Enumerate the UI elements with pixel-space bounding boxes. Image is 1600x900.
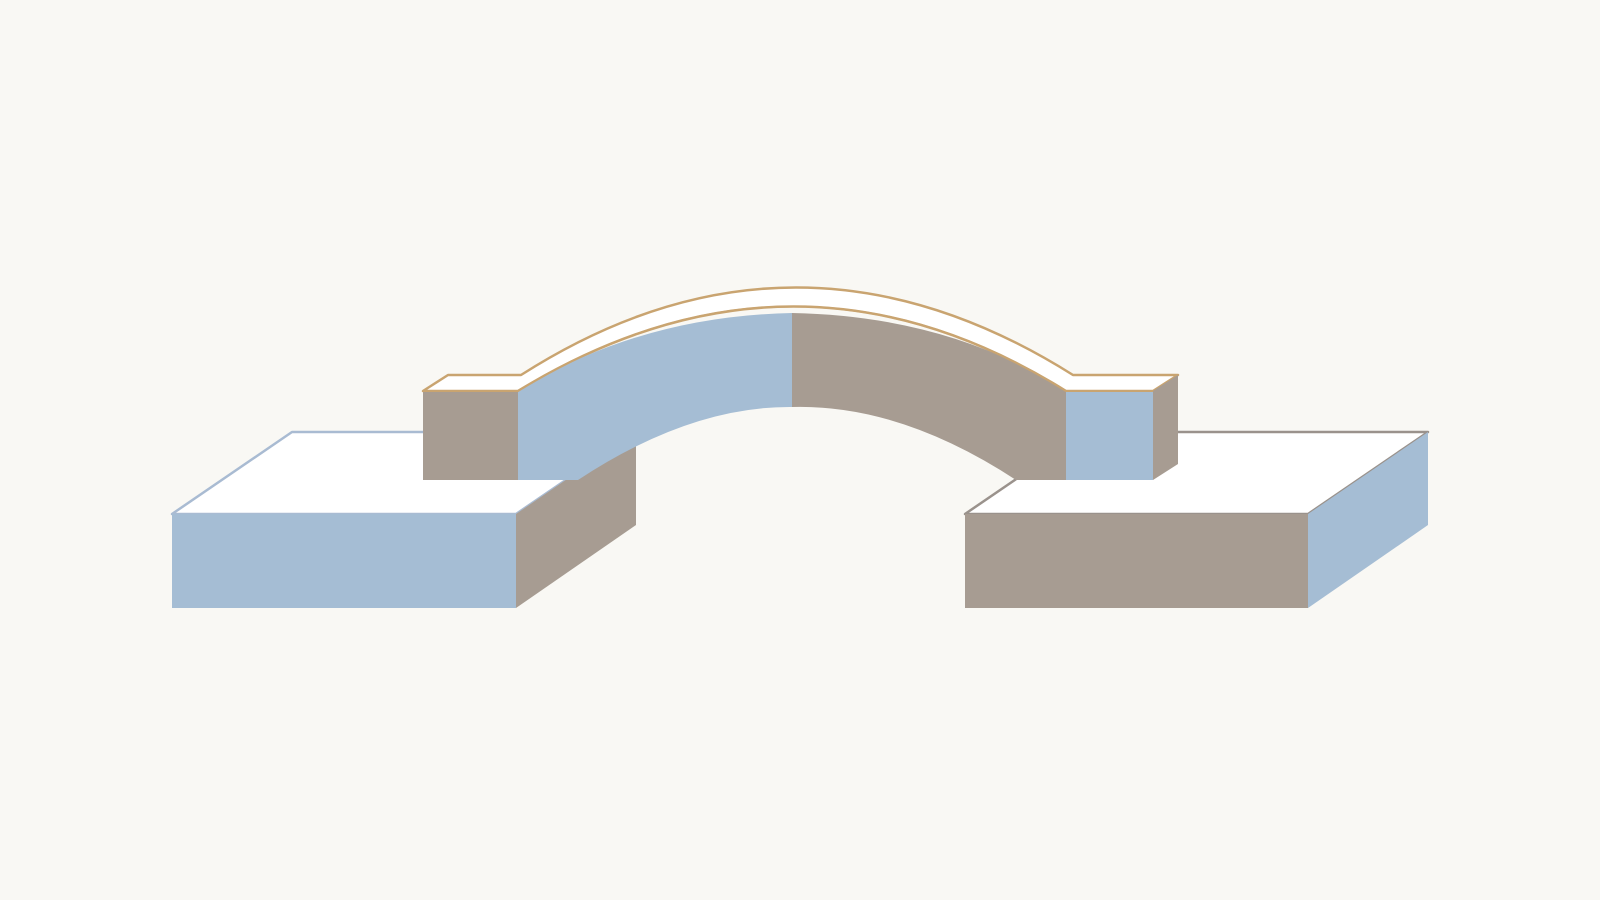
left-slab-front-face bbox=[172, 514, 516, 608]
left-slab-side-face bbox=[516, 432, 636, 608]
right-slab-front-face bbox=[965, 514, 1308, 608]
bridge-left-pier-face bbox=[423, 391, 518, 480]
bridge-deck-front-edge bbox=[423, 305, 1153, 392]
arch-bridge bbox=[421, 286, 1180, 480]
bridge-right-pier-face bbox=[1066, 391, 1153, 480]
right-slab-side-face bbox=[1308, 432, 1428, 608]
bridge-right-pier-side-face bbox=[1153, 375, 1178, 480]
bridge-arch-left-face bbox=[518, 313, 792, 480]
bridge-arch-right-face bbox=[792, 313, 1066, 480]
